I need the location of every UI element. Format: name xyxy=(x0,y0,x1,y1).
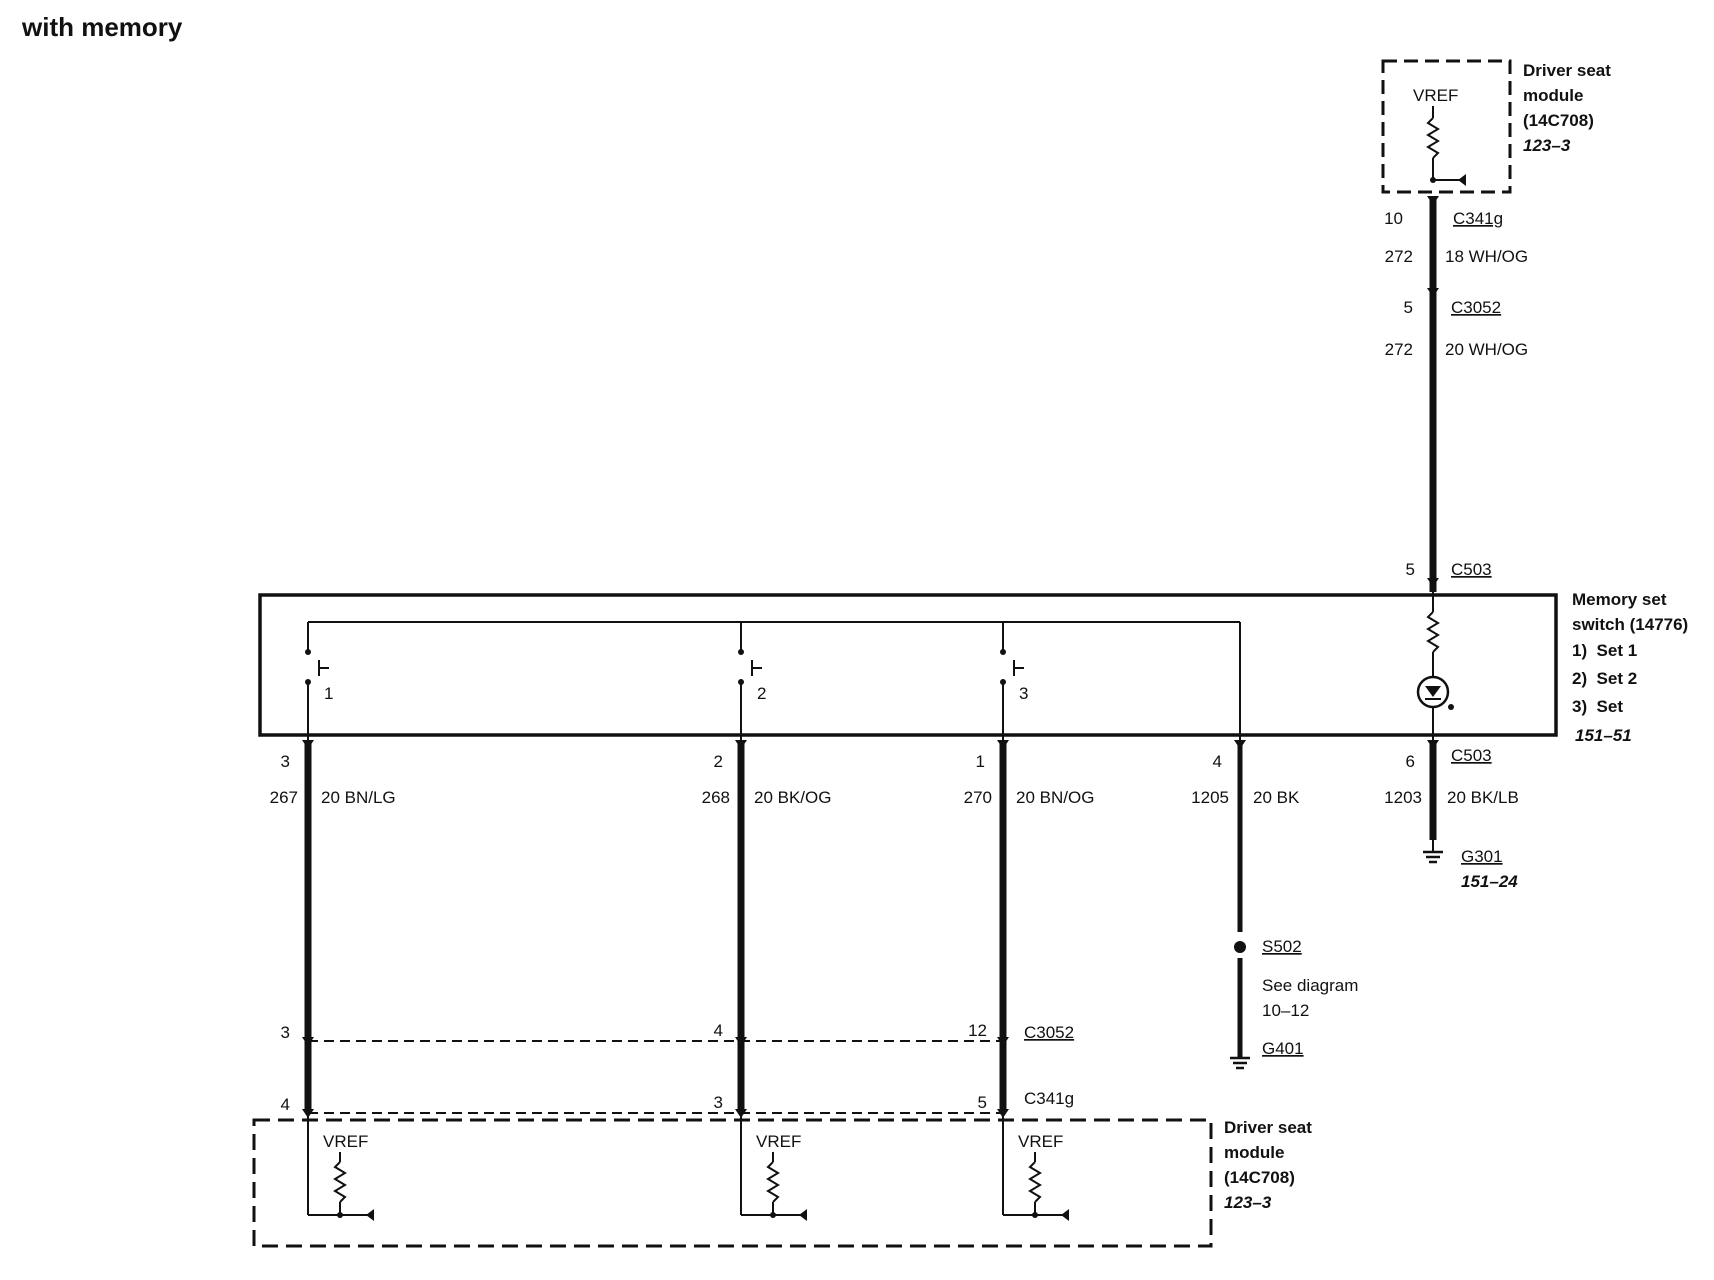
switch-num-3: 3 xyxy=(1019,684,1028,703)
g401-label: G401 xyxy=(1262,1039,1304,1058)
bottom-module-label-1: Driver seat xyxy=(1224,1118,1312,1137)
c341g-pin-3: 5 xyxy=(978,1093,987,1112)
memory-set-switch: 1 2 3 Memory set switch (14776) 1) Set 1… xyxy=(258,590,1688,745)
switch-resistor-icon xyxy=(1426,611,1440,653)
s502-label: S502 xyxy=(1262,937,1302,956)
memory-switch-item-1: 1) Set 1 xyxy=(1572,641,1637,660)
wire-2-circuit: 268 xyxy=(702,788,730,807)
memory-switch-item-2: 2) Set 2 xyxy=(1572,669,1637,688)
bottom-module-ref: 123–3 xyxy=(1224,1193,1272,1212)
c3052-pin-1: 3 xyxy=(281,1023,290,1042)
wire-4-circuit: 1205 xyxy=(1191,788,1229,807)
wire-2-color: 20 BK/OG xyxy=(754,788,831,807)
g301-ground: G301 151–24 xyxy=(1423,840,1518,891)
top-driver-seat-module: VREF Driver seat module (14C708) 123–3 xyxy=(1381,59,1611,194)
wire-5-pin: 6 xyxy=(1406,752,1415,771)
c3052-pin-2: 4 xyxy=(714,1021,723,1040)
wire-3-pin: 1 xyxy=(976,752,985,771)
c341g-row: 4 3 5 C341g xyxy=(281,1089,1074,1118)
top-module-label-1: Driver seat xyxy=(1523,61,1611,80)
see-diagram-ref: 10–12 xyxy=(1262,1001,1309,1020)
bottom-resistor-2-icon xyxy=(766,1161,780,1203)
bottom-module-label-3: (14C708) xyxy=(1224,1168,1295,1187)
c3052-pin-3: 12 xyxy=(968,1021,987,1040)
wire-1-pin: 3 xyxy=(281,752,290,771)
g301-label: G301 xyxy=(1461,847,1503,866)
top-wire: 10 C341g 272 18 WH/OG 5 C3052 272 20 WH/… xyxy=(1384,196,1528,592)
c503-connector-top: C503 xyxy=(1451,560,1492,579)
wire-3-circuit: 270 xyxy=(964,788,992,807)
bottom-resistor-3-icon xyxy=(1028,1161,1042,1203)
bottom-vref-1: VREF xyxy=(323,1132,368,1151)
bottom-driver-seat-module: VREF VREF VREF Driver seat module (14C70… xyxy=(252,1116,1312,1248)
c3052-pin-top: 5 xyxy=(1404,298,1413,317)
page-title: with memory xyxy=(21,12,183,42)
splice-dot-icon xyxy=(1234,941,1246,953)
see-diagram-label: See diagram xyxy=(1262,976,1358,995)
top-vref-label: VREF xyxy=(1413,86,1458,105)
top-resistor-icon xyxy=(1426,117,1440,159)
c3052-connector-top: C3052 xyxy=(1451,298,1501,317)
top-module-label-3: (14C708) xyxy=(1523,111,1594,130)
c341g-pin-1: 4 xyxy=(281,1095,290,1114)
wire-4-pin: 4 xyxy=(1213,752,1222,771)
bottom-vref-3: VREF xyxy=(1018,1132,1063,1151)
wire-3-color: 20 BN/OG xyxy=(1016,788,1094,807)
g301-ref: 151–24 xyxy=(1461,872,1518,891)
memory-switch-box xyxy=(258,593,1558,737)
c3052-row: 3 4 12 C3052 xyxy=(281,1021,1074,1046)
wire-2-pin: 2 xyxy=(714,752,723,771)
wire-5-connector: C503 xyxy=(1451,746,1492,765)
c3052-label: C3052 xyxy=(1024,1023,1074,1042)
memory-switch-item-3: 3) Set xyxy=(1572,697,1623,716)
top-module-label-2: module xyxy=(1523,86,1583,105)
bottom-vref-2: VREF xyxy=(756,1132,801,1151)
c341g-pin-2: 3 xyxy=(714,1093,723,1112)
c341g-label: C341g xyxy=(1024,1089,1074,1108)
memory-switch-label-2: switch (14776) xyxy=(1572,615,1688,634)
wire-20-whog: 20 WH/OG xyxy=(1445,340,1528,359)
wire-18-whog: 18 WH/OG xyxy=(1445,247,1528,266)
top-module-box xyxy=(1381,59,1512,194)
memory-switch-label-1: Memory set xyxy=(1572,590,1667,609)
bottom-module-box xyxy=(252,1118,1213,1248)
wire-1-color: 20 BN/LG xyxy=(321,788,396,807)
memory-switch-ref: 151–51 xyxy=(1575,726,1632,745)
c341g-pin-top: 10 xyxy=(1384,209,1403,228)
wire-5-circuit: 1203 xyxy=(1384,788,1422,807)
top-module-ref: 123–3 xyxy=(1523,136,1571,155)
led-icon xyxy=(1416,675,1450,709)
wire-5-color: 20 BK/LB xyxy=(1447,788,1519,807)
bottom-module-label-2: module xyxy=(1224,1143,1284,1162)
circuit-272-b: 272 xyxy=(1385,340,1413,359)
wire-4-color: 20 BK xyxy=(1253,788,1300,807)
circuit-272-a: 272 xyxy=(1385,247,1413,266)
bottom-resistor-1-icon xyxy=(333,1161,347,1203)
lower-wires: 3 267 20 BN/LG 2 268 20 BK/OG 1 270 20 B… xyxy=(270,740,1519,1113)
c503-pin-top: 5 xyxy=(1406,560,1415,579)
wire-1-circuit: 267 xyxy=(270,788,298,807)
switch-num-2: 2 xyxy=(757,684,766,703)
s502-splice: S502 See diagram 10–12 G401 xyxy=(1230,937,1358,1070)
c341g-connector-top: C341g xyxy=(1453,209,1503,228)
switch-num-1: 1 xyxy=(324,684,333,703)
